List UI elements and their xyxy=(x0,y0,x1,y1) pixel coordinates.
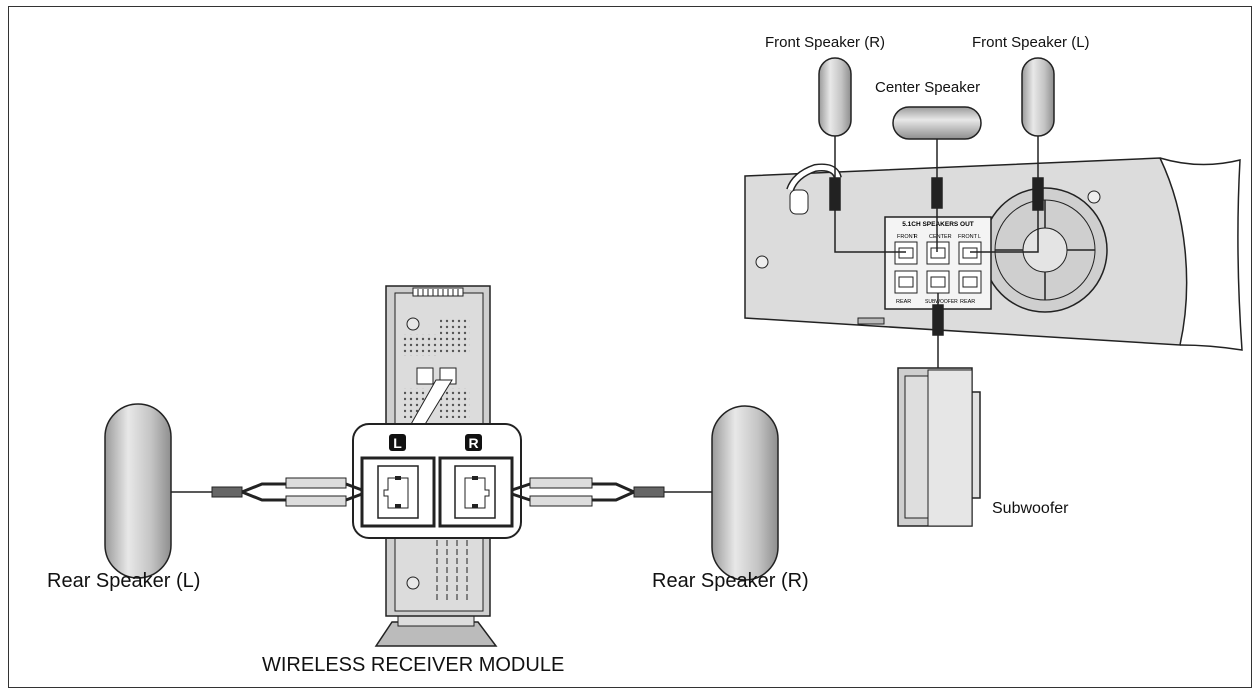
rear-speaker-r xyxy=(711,405,779,581)
panel-rear-r-label: REAR xyxy=(896,299,911,305)
front-center-wires xyxy=(829,136,1044,368)
subwoofer-label: Subwoofer xyxy=(992,500,1069,517)
module-terminal-r xyxy=(438,456,514,528)
main-unit xyxy=(744,157,1243,351)
center-speaker-label: Center Speaker xyxy=(875,79,981,96)
panel-front-r-label: FRONT xyxy=(897,234,917,240)
panel-subwoofer-label: SUBWOOFER xyxy=(925,299,958,305)
panel-center-label: CENTER xyxy=(929,234,952,240)
front-speaker-r xyxy=(818,57,852,137)
center-speaker xyxy=(892,106,982,140)
panel-mark-l: L xyxy=(978,234,981,240)
subwoofer xyxy=(897,367,981,527)
module-terminal-l xyxy=(360,456,436,528)
wireless-receiver-module-label: WIRELESS RECEIVER MODULE xyxy=(262,654,565,676)
front-speaker-l-label: Front Speaker (L) xyxy=(972,34,1090,51)
rear-wires-left xyxy=(171,477,363,507)
module-badge-r: R xyxy=(465,434,482,451)
speakers-out-panel: 5.1CH SPEAKERS OUT FRONT CENTER FRONT RE… xyxy=(884,216,992,310)
module-badge-r-text: R xyxy=(468,435,478,451)
rear-wires-right xyxy=(511,477,712,507)
module-badge-l-text: L xyxy=(393,435,402,451)
rear-speaker-r-label: Rear Speaker (R) xyxy=(652,570,809,592)
panel-mark-r: R xyxy=(914,234,918,240)
front-speaker-r-label: Front Speaker (R) xyxy=(765,34,886,51)
panel-title: 5.1CH SPEAKERS OUT xyxy=(902,221,974,228)
rear-speaker-l xyxy=(104,403,172,579)
panel-front-l-label: FRONT xyxy=(958,234,978,240)
front-speaker-l xyxy=(1021,57,1055,137)
panel-rear-l-label: REAR xyxy=(960,299,975,305)
rear-speaker-l-label: Rear Speaker (L) xyxy=(47,570,201,592)
module-badge-l: L xyxy=(389,434,406,451)
